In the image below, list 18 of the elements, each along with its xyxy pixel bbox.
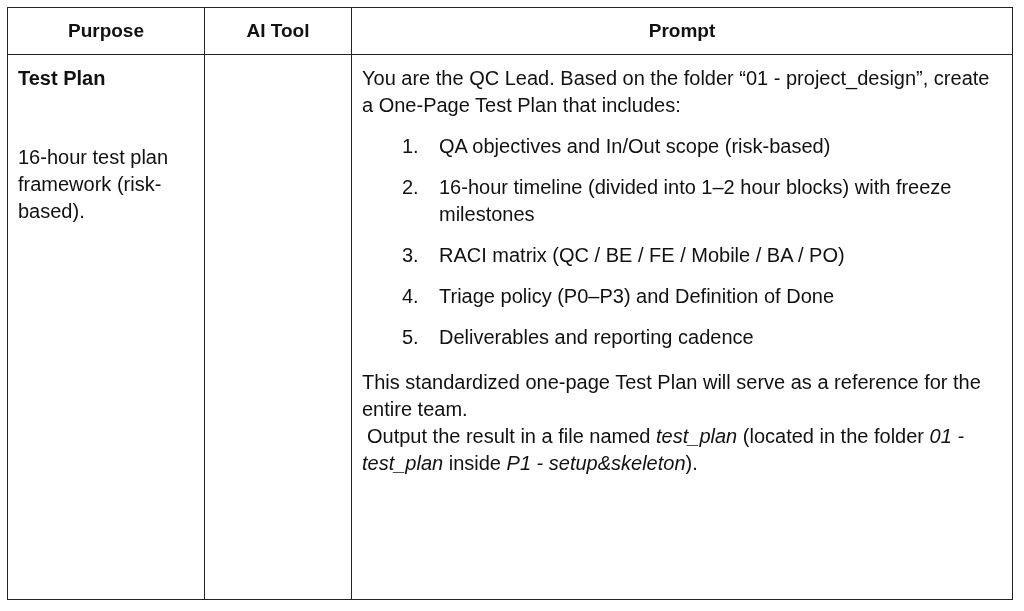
list-item: Deliverables and reporting cadence (439, 325, 754, 350)
list-number: 3. (402, 243, 420, 268)
list-item: Triage policy (P0–P3) and Definition of Done (439, 284, 835, 309)
list-number: 1. (402, 134, 420, 159)
row-heading: Test Plan (18, 66, 107, 91)
column-header: Prompt (648, 20, 716, 41)
prompt-paragraph: You are the QC Lead. Based on the folder “01 - project_design”, create a One-Page Test Plan that includes: (362, 66, 991, 118)
purpose-description: 16-hour test plan framework (risk-based). (18, 145, 170, 224)
column-header: AI Tool (246, 20, 310, 41)
prompt-paragraph: This standardized one-page Test Plan will serve as a reference for the entire team. (362, 370, 982, 422)
column-header: Purpose (68, 20, 144, 41)
list-item: RACI matrix (QC / BE / FE / Mobile / BA / PO) (439, 243, 845, 268)
list-item: QA objectives and In/Out scope (risk-based) (439, 134, 831, 159)
list-item: 16-hour timeline (divided into 1–2 hour blocks) with freeze milestones (439, 175, 953, 227)
list-number: 2. (402, 175, 420, 200)
prompt-paragraph: Output the result in a file named test_plan (located in the folder 01 - test_plan inside P1 - setup&skeleton). (362, 424, 966, 476)
list-number: 5. (402, 325, 420, 350)
list-number: 4. (402, 284, 420, 309)
